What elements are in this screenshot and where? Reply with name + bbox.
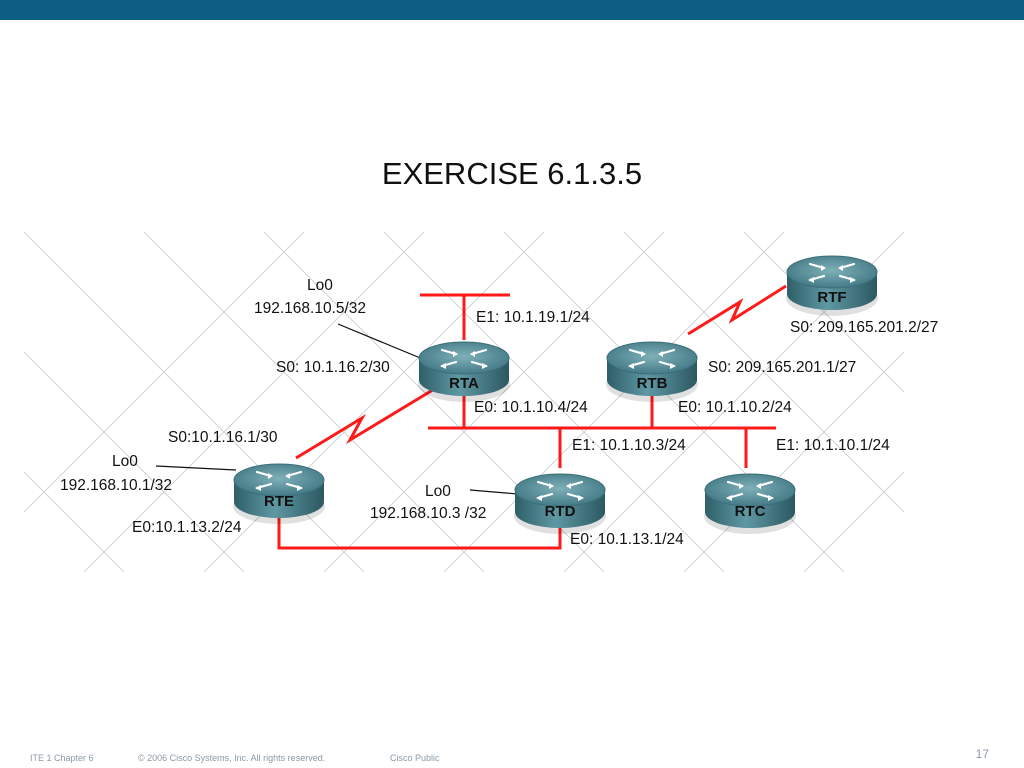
router-rte-label: RTE <box>264 493 294 510</box>
footer-course: ITE 1 Chapter 6 <box>30 753 94 763</box>
interface-labels: Lo0 192.168.10.5/32 E1: 10.1.19.1/24 S0:… <box>60 277 938 548</box>
rta-e1-label: E1: 10.1.19.1/24 <box>476 309 590 326</box>
rtf-s0-label: S0: 209.165.201.2/27 <box>790 319 938 336</box>
rtd-lo0-ip-label: 192.168.10.3 /32 <box>370 505 486 522</box>
rtd-e1-label: E1: 10.1.10.3/24 <box>572 437 686 454</box>
background-grid <box>24 232 904 572</box>
rte-lo0-ip-label: 192.168.10.1/32 <box>60 477 172 494</box>
router-rta-label: RTA <box>449 375 479 392</box>
rta-s0-label: S0: 10.1.16.2/30 <box>276 359 390 376</box>
rta-rte-serial-link <box>295 386 437 460</box>
page-number: 17 <box>975 747 989 761</box>
rte-s0-label: S0:10.1.16.1/30 <box>168 429 278 446</box>
router-rte: RTE <box>231 462 327 526</box>
footer-copyright: © 2006 Cisco Systems, Inc. All rights re… <box>138 753 326 763</box>
rta-lo0-label: Lo0 <box>307 277 333 294</box>
router-rtf: RTF <box>784 254 880 318</box>
router-rtb: RTB <box>604 340 700 404</box>
router-rtc: RTC <box>702 472 798 536</box>
footer-classification: Cisco Public <box>390 753 440 763</box>
rta-e0-label: E0: 10.1.10.4/24 <box>474 399 588 416</box>
slide-title: EXERCISE 6.1.3.5 <box>381 156 643 191</box>
rte-lo0-label: Lo0 <box>112 453 138 470</box>
rtd-e0-label: E0: 10.1.13.1/24 <box>570 531 684 548</box>
router-rta: RTA <box>416 340 512 404</box>
rtb-s0-label: S0: 209.165.201.1/27 <box>708 359 856 376</box>
router-rtd: RTD <box>512 472 608 536</box>
rta-lo0-ip-label: 192.168.10.5/32 <box>254 300 366 317</box>
header-bar <box>0 0 1024 20</box>
rtb-e0-label: E0: 10.1.10.2/24 <box>678 399 792 416</box>
rtd-lo0-label: Lo0 <box>425 483 451 500</box>
router-rtb-label: RTB <box>637 375 668 392</box>
rtb-rtf-serial-link <box>687 284 787 336</box>
router-rtd-label: RTD <box>545 503 576 520</box>
rtc-e1-label: E1: 10.1.10.1/24 <box>776 437 890 454</box>
leader-lines <box>155 323 519 495</box>
rte-e0-label: E0:10.1.13.2/24 <box>132 519 242 536</box>
router-rtc-label: RTC <box>735 503 766 520</box>
router-rtf-label: RTF <box>817 289 846 306</box>
